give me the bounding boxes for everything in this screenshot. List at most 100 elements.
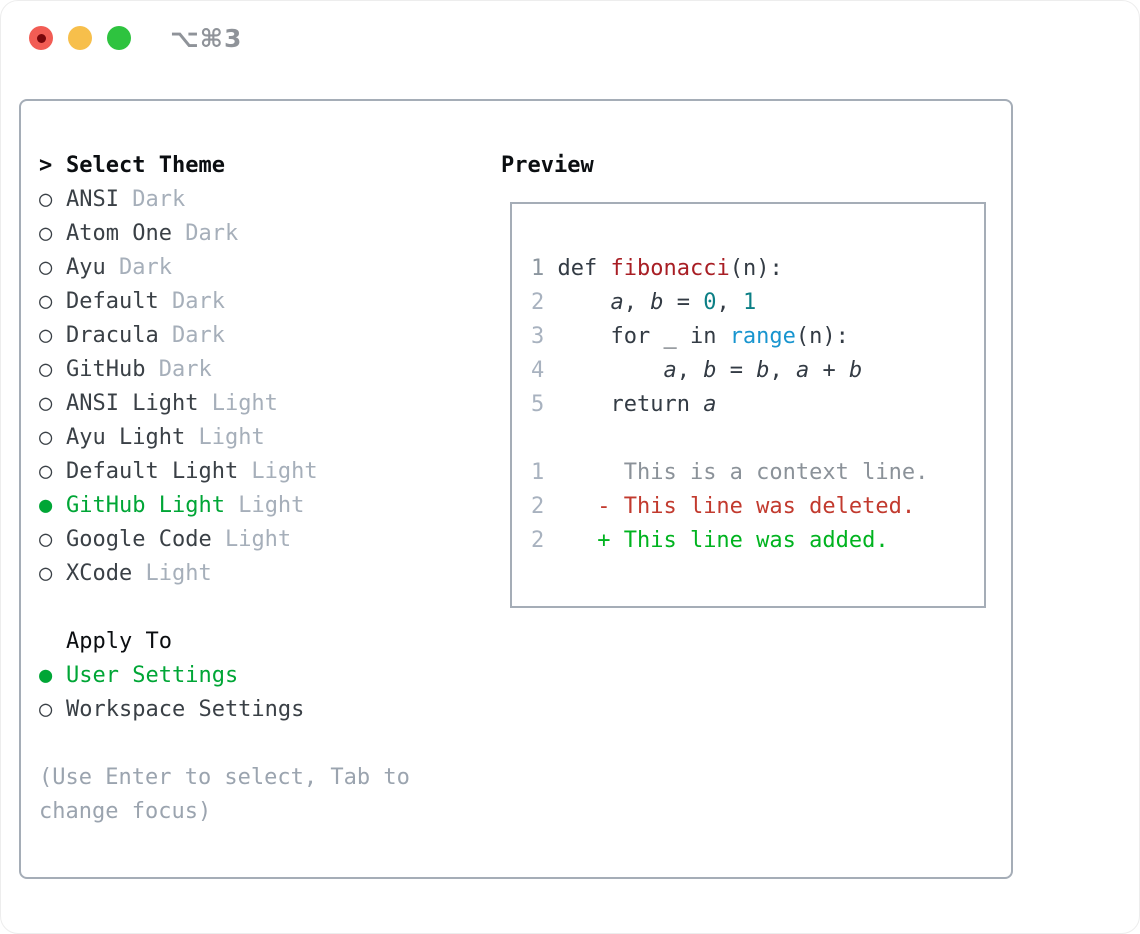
- code-token: def: [544, 256, 611, 281]
- code-token: range: [729, 324, 796, 349]
- code-token: a: [610, 290, 624, 315]
- preview-line: 2 - This line was deleted.: [531, 490, 984, 524]
- theme-item[interactable]: ○ Google Code Light: [39, 523, 410, 557]
- code-token: 1: [742, 290, 757, 315]
- preview-line: 2 + This line was added.: [531, 524, 984, 558]
- theme-variant-tag: Light: [211, 527, 292, 552]
- option-label: Google Code: [66, 527, 212, 552]
- code-token: [544, 290, 610, 315]
- code-token: ,: [676, 358, 704, 383]
- code-token: a: [663, 358, 677, 383]
- code-token: b: [756, 358, 770, 383]
- theme-item[interactable]: ○ Dracula Dark: [39, 319, 410, 353]
- radio-unselected-icon: ○: [39, 289, 66, 314]
- theme-variant-tag: Dark: [158, 289, 225, 314]
- preview-line: 5 return a: [531, 388, 984, 422]
- radio-unselected-icon: ○: [39, 527, 66, 552]
- code-token: for _ in: [544, 324, 730, 349]
- minimize-button-icon[interactable]: [68, 26, 92, 50]
- theme-variant-tag: Light: [198, 391, 278, 416]
- radio-unselected-icon: ○: [39, 255, 66, 280]
- code-token: (n):: [729, 256, 783, 281]
- spacer: [39, 727, 410, 761]
- option-label: Atom One: [66, 221, 172, 246]
- option-label: GitHub Light: [66, 493, 225, 518]
- preview-header: Preview: [501, 153, 594, 178]
- code-token: a: [703, 392, 717, 417]
- line-number: 2: [531, 290, 545, 315]
- window-title: ⌥⌘3: [170, 23, 243, 53]
- spacer: [39, 591, 410, 625]
- apply-to-item[interactable]: ● User Settings: [39, 659, 410, 693]
- apply-to-header: Apply To: [39, 625, 410, 659]
- title-bar: ⌥⌘3: [29, 23, 243, 53]
- line-number: 2: [531, 528, 545, 553]
- theme-variant-tag: Light: [238, 459, 318, 484]
- code-token: b: [650, 290, 664, 315]
- code-token: ,: [716, 290, 743, 315]
- code-token: fibonacci: [610, 256, 730, 281]
- option-label: Dracula: [66, 323, 159, 348]
- theme-item[interactable]: ○ ANSI Dark: [39, 183, 410, 217]
- preview-line: 4 a, b = b, a + b: [531, 354, 984, 388]
- radio-unselected-icon: ○: [39, 425, 66, 450]
- radio-selected-icon: ●: [39, 493, 66, 518]
- close-button-icon[interactable]: [29, 26, 53, 50]
- code-token: +: [809, 358, 849, 383]
- theme-item[interactable]: ○ Default Light Light: [39, 455, 410, 489]
- theme-variant-tag: Light: [185, 425, 265, 450]
- theme-variant-tag: Light: [132, 561, 212, 586]
- theme-item[interactable]: ○ Atom One Dark: [39, 217, 410, 251]
- code-token: (n):: [795, 324, 849, 349]
- theme-variant-tag: Dark: [118, 187, 186, 212]
- radio-unselected-icon: ○: [39, 391, 66, 416]
- theme-item[interactable]: ○ XCode Light: [39, 557, 410, 591]
- theme-item[interactable]: ○ ANSI Light Light: [39, 387, 410, 421]
- code-token: ,: [623, 290, 651, 315]
- radio-unselected-icon: ○: [39, 187, 66, 212]
- line-number: 1: [531, 256, 545, 281]
- option-label: User Settings: [66, 663, 239, 688]
- option-label: ANSI Light: [66, 391, 199, 416]
- option-label: GitHub: [66, 357, 146, 382]
- theme-item[interactable]: ● GitHub Light Light: [39, 489, 410, 523]
- theme-item[interactable]: ○ GitHub Dark: [39, 353, 410, 387]
- line-number: 3: [531, 324, 545, 349]
- option-label: Default: [66, 289, 159, 314]
- theme-variant-tag: Dark: [105, 255, 172, 280]
- radio-unselected-icon: ○: [39, 357, 66, 382]
- apply-to-item[interactable]: ○ Workspace Settings: [39, 693, 410, 727]
- theme-variant-tag: Dark: [145, 357, 212, 382]
- theme-selector-panel: >Select Theme ○ ANSI Dark○ Atom One Dark…: [19, 99, 1013, 879]
- preview-line: 2 a, b = 0, 1: [531, 286, 984, 320]
- option-label: Workspace Settings: [66, 697, 305, 722]
- preview-line: 1 def fibonacci(n):: [531, 252, 984, 286]
- select-theme-header: > Select Theme: [39, 149, 410, 183]
- hint-line-2: change focus): [39, 799, 212, 824]
- code-token: =: [663, 290, 704, 315]
- code-token: This is a context line.: [544, 460, 929, 485]
- theme-item[interactable]: ○ Default Dark: [39, 285, 410, 319]
- option-label: Default Light: [66, 459, 239, 484]
- theme-variant-tag: Dark: [158, 323, 225, 348]
- option-label: Ayu Light: [66, 425, 186, 450]
- focus-caret-icon: >: [39, 153, 53, 178]
- theme-variant-tag: Light: [224, 493, 305, 518]
- select-theme-header-label: Select Theme: [66, 153, 225, 178]
- code-token: b: [848, 358, 863, 383]
- theme-list-column: >Select Theme ○ ANSI Dark○ Atom One Dark…: [39, 149, 410, 829]
- option-label: Ayu: [66, 255, 106, 280]
- code-token: return: [544, 392, 704, 417]
- code-token: b: [703, 358, 717, 383]
- zoom-button-icon[interactable]: [107, 26, 131, 50]
- apply-to-indent: [39, 625, 66, 659]
- preview-line: [531, 422, 984, 456]
- apply-to-list: ● User Settings○ Workspace Settings: [39, 659, 410, 727]
- option-label: XCode: [66, 561, 133, 586]
- radio-unselected-icon: ○: [39, 323, 66, 348]
- theme-item[interactable]: ○ Ayu Dark: [39, 251, 410, 285]
- theme-variant-tag: Dark: [171, 221, 239, 246]
- option-label: ANSI: [66, 187, 119, 212]
- theme-item[interactable]: ○ Ayu Light Light: [39, 421, 410, 455]
